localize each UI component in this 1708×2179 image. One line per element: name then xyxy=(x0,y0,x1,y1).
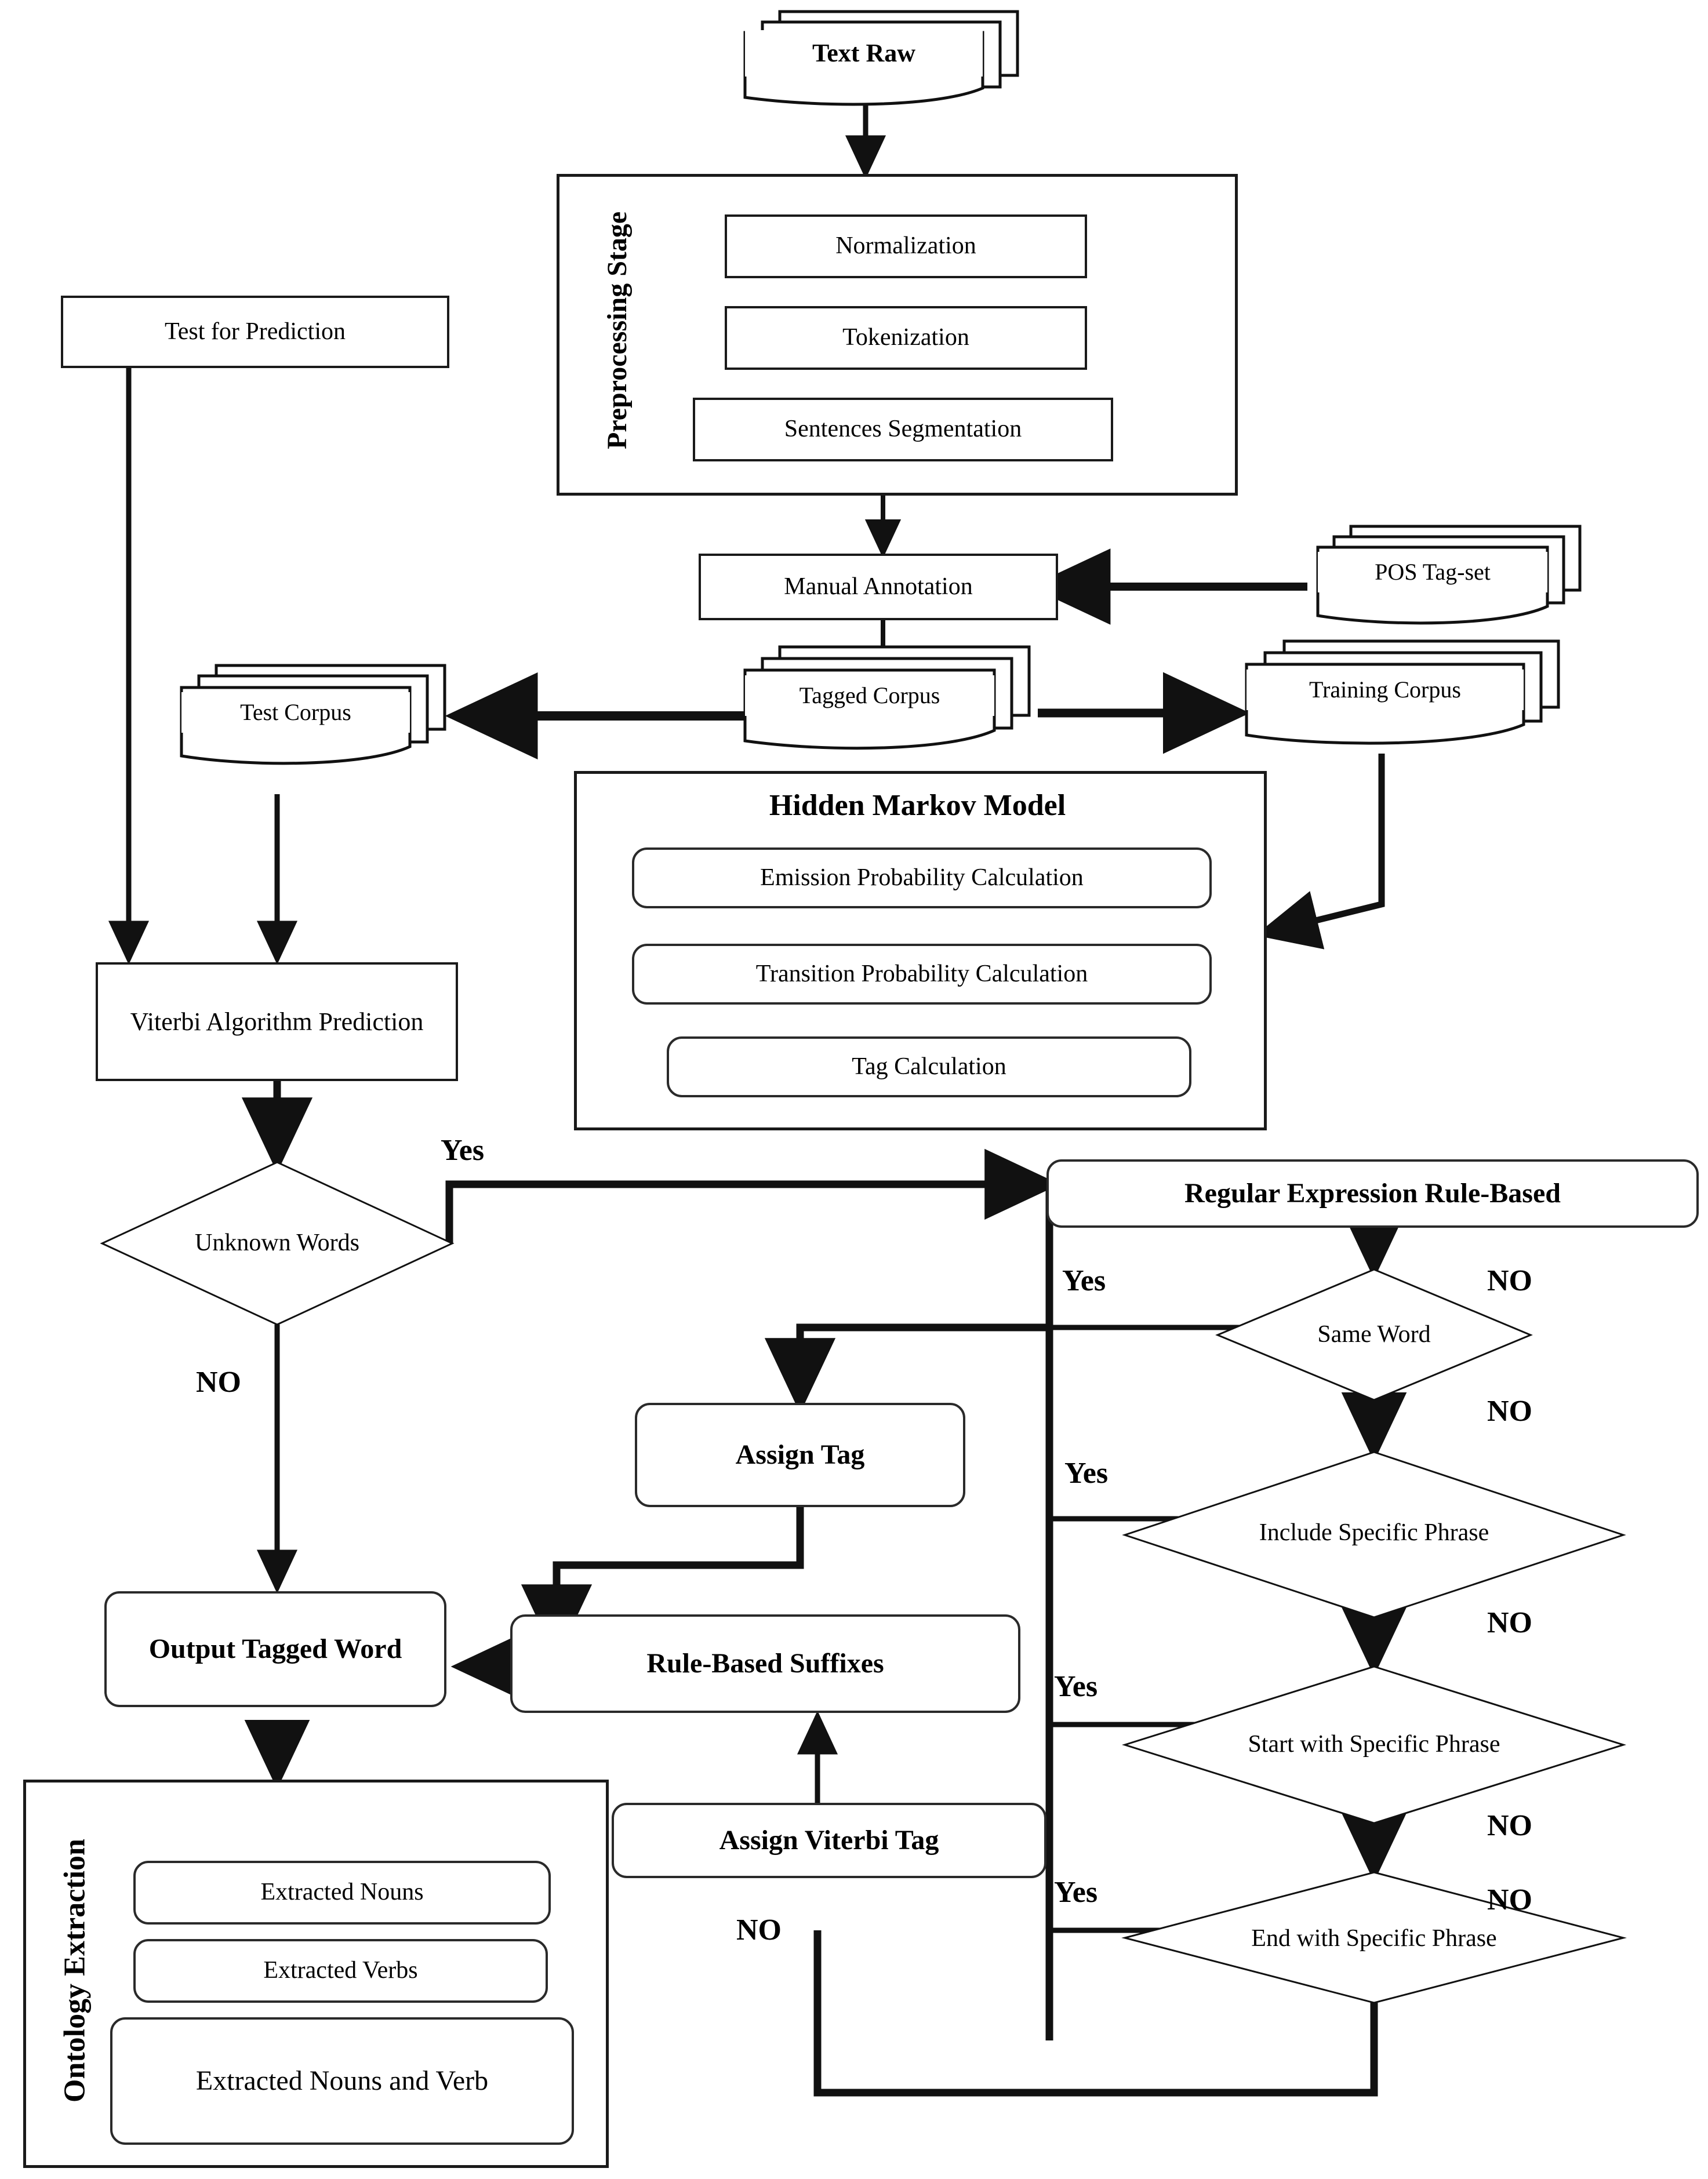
node-normalization[interactable]: Normalization xyxy=(725,214,1087,278)
node-extracted-verbs[interactable]: Extracted Verbs xyxy=(133,1939,548,2003)
node-tag-calculation[interactable]: Tag Calculation xyxy=(667,1036,1191,1097)
node-assign-tag[interactable]: Assign Tag xyxy=(635,1403,965,1507)
edge-label-same-word-yes: Yes xyxy=(1062,1264,1106,1297)
node-include-specific-phrase[interactable]: Include Specific Phrase xyxy=(1259,1519,1489,1547)
node-test-corpus[interactable]: Test Corpus xyxy=(181,692,410,733)
node-output-tagged-word[interactable]: Output Tagged Word xyxy=(104,1591,446,1707)
node-manual-annotation[interactable]: Manual Annotation xyxy=(699,554,1058,620)
node-training-corpus[interactable]: Training Corpus xyxy=(1247,670,1524,710)
edge-label-start-no: NO xyxy=(1487,1809,1532,1842)
node-test-for-prediction[interactable]: Test for Prediction xyxy=(61,296,449,368)
edge-label-same-word-no-down: NO xyxy=(1487,1395,1532,1428)
edge-label-end-yes: Yes xyxy=(1054,1876,1098,1909)
node-text-raw[interactable]: Text Raw xyxy=(745,30,983,77)
node-viterbi-algorithm-prediction[interactable]: Viterbi Algorithm Prediction xyxy=(96,962,458,1081)
edge-label-unknown-words-no: NO xyxy=(196,1366,241,1399)
node-extracted-nouns-and-verb[interactable]: Extracted Nouns and Verb xyxy=(110,2017,574,2145)
ontology-extraction-label: Ontology Extraction xyxy=(58,1839,92,2103)
edge-label-include-no: NO xyxy=(1487,1606,1532,1639)
edge-label-same-word-no: NO xyxy=(1487,1264,1532,1297)
node-rule-based-suffixes[interactable]: Rule-Based Suffixes xyxy=(510,1614,1020,1713)
node-regular-expression-rule-based[interactable]: Regular Expression Rule-Based xyxy=(1046,1159,1699,1228)
node-end-with-specific-phrase[interactable]: End with Specific Phrase xyxy=(1251,1925,1497,1952)
node-pos-tagset[interactable]: POS Tag-set xyxy=(1318,552,1547,592)
node-extracted-nouns[interactable]: Extracted Nouns xyxy=(133,1861,551,1925)
node-transition-probability[interactable]: Transition Probability Calculation xyxy=(632,944,1212,1005)
node-tagged-corpus[interactable]: Tagged Corpus xyxy=(745,675,994,716)
edge-label-include-yes: Yes xyxy=(1064,1457,1109,1490)
node-assign-viterbi-tag[interactable]: Assign Viterbi Tag xyxy=(612,1803,1046,1878)
node-start-with-specific-phrase[interactable]: Start with Specific Phrase xyxy=(1248,1731,1500,1758)
node-same-word[interactable]: Same Word xyxy=(1317,1321,1431,1348)
hmm-title: Hidden Markov Model xyxy=(769,789,1066,822)
edge-label-unknown-words-yes: Yes xyxy=(441,1134,485,1167)
preprocessing-stage-label: Preprocessing Stage xyxy=(601,211,633,450)
node-unknown-words[interactable]: Unknown Words xyxy=(194,1229,359,1257)
edge-label-start-yes: Yes xyxy=(1054,1670,1098,1703)
edge-label-end-no: NO xyxy=(1487,1883,1532,1916)
edge-label-suffix-no: NO xyxy=(736,1914,782,1947)
node-sentences-segmentation[interactable]: Sentences Segmentation xyxy=(693,398,1113,461)
node-tokenization[interactable]: Tokenization xyxy=(725,306,1087,370)
node-emission-probability[interactable]: Emission Probability Calculation xyxy=(632,847,1212,908)
